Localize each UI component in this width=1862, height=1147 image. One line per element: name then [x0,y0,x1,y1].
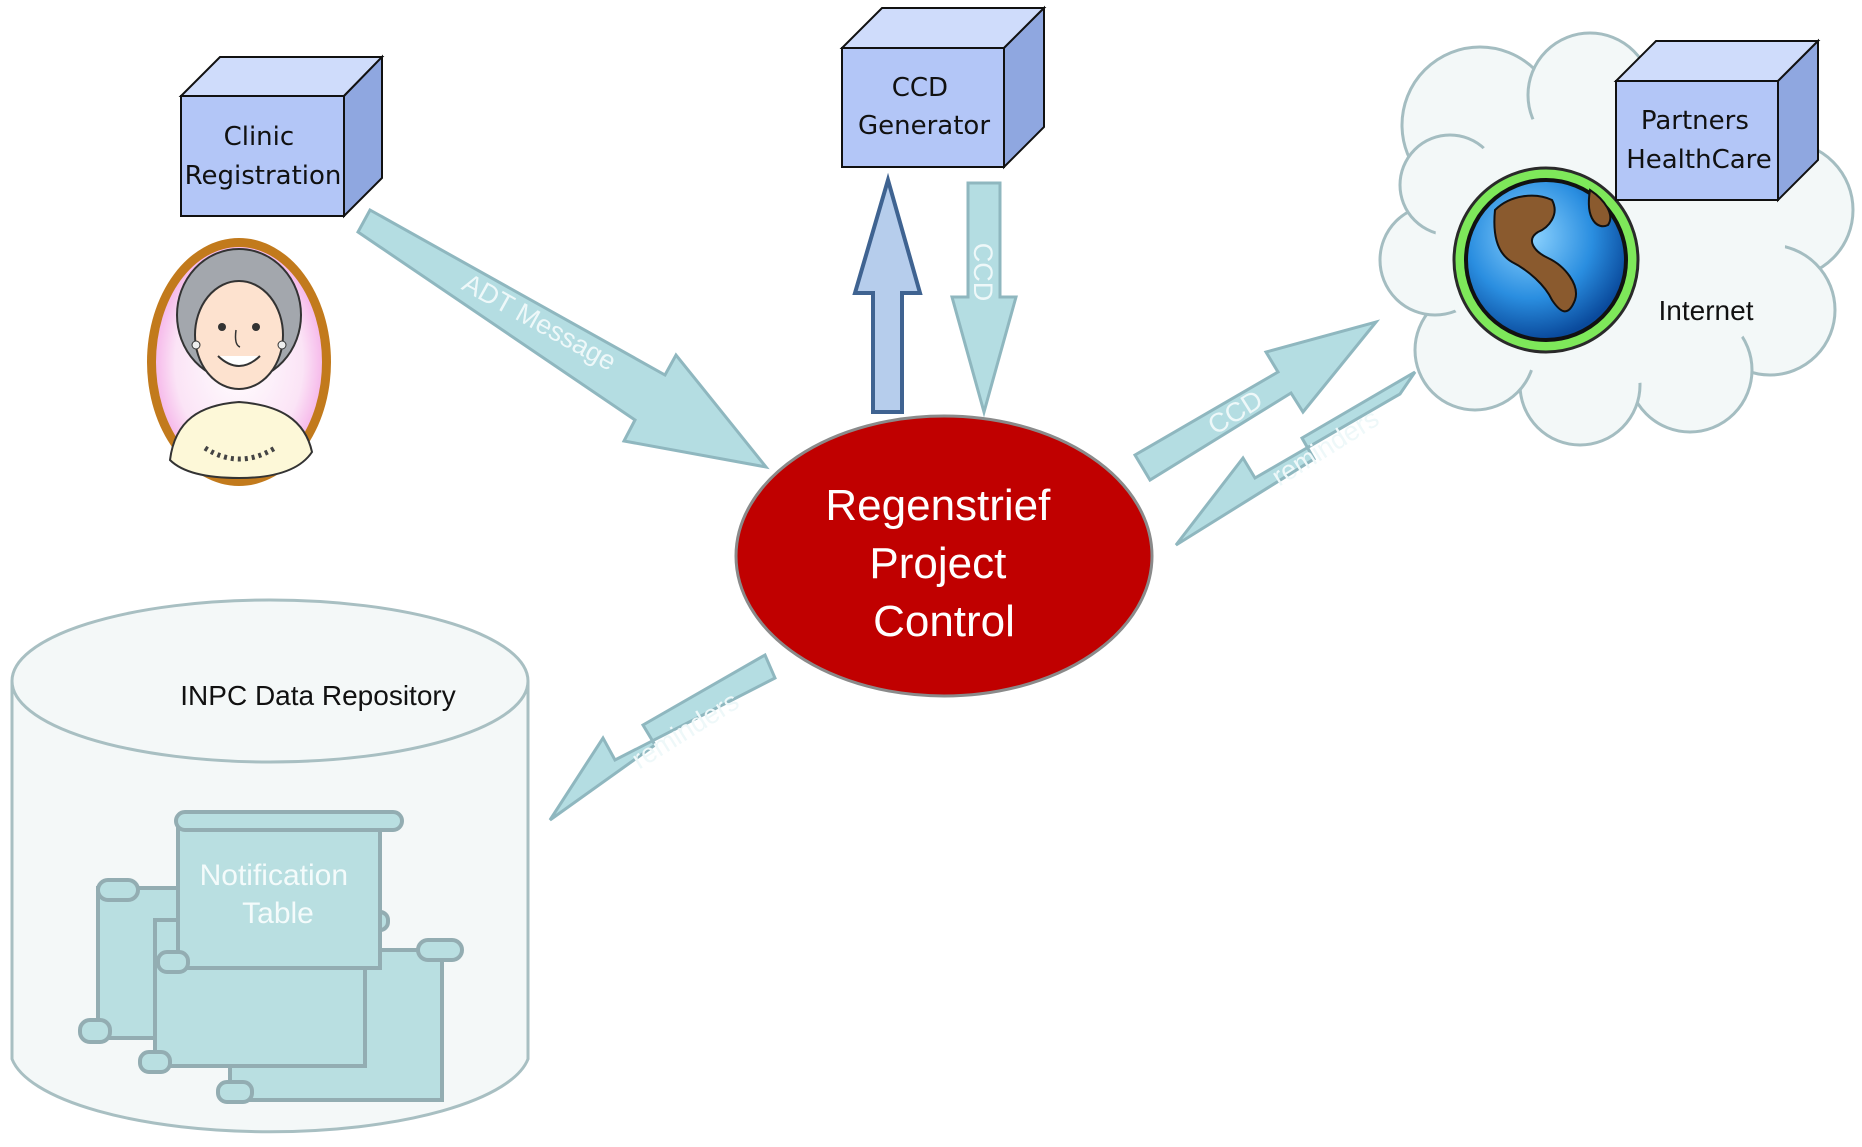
internet-label: Internet [1659,295,1754,326]
globe-icon [1452,166,1640,354]
arrow-ccd-out [1132,319,1381,483]
notification-table [78,810,464,1104]
clinic-registration-label: Clinic Registration [185,122,342,191]
partners-healthcare-box [1613,38,1821,203]
patient-portrait [147,238,331,486]
arrow-reminders-repo [548,652,777,822]
arrow-to-ccd-generator [852,172,923,414]
project-control-node [734,414,1154,698]
arrow-adt-label: ADT Message [457,268,621,377]
ccd-generator-box [839,5,1047,170]
arrow-ccd-down [950,181,1018,418]
ccd-generator-label: CCD Generator [858,73,990,141]
arrow-ccd-down-label: CCD [968,243,998,302]
repository-label: INPC Data Repository [180,680,455,711]
partners-healthcare-label: Partners HealthCare [1626,106,1772,175]
arrow-reminders-in [1174,370,1417,547]
arrow-reminders-in-label: reminders [1266,403,1384,492]
notification-table-label: Notification Table [200,859,357,930]
arrow-adt-message [356,207,770,470]
clinic-registration-box [178,54,385,219]
project-control-label: Regenstrief Project Control [825,481,1062,646]
